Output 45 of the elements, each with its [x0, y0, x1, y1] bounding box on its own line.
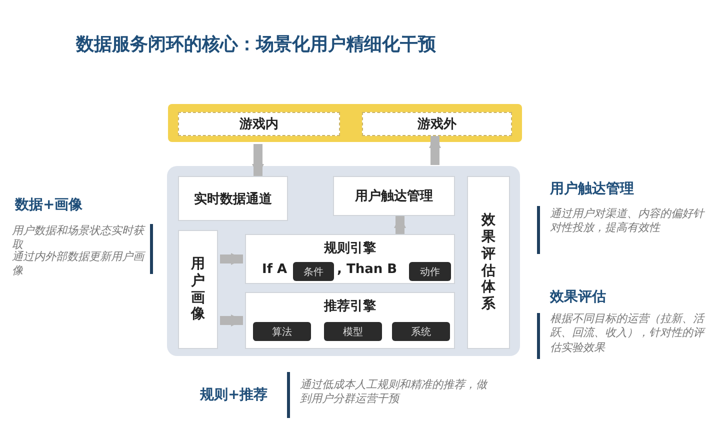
- block-arrow: [429, 136, 441, 165]
- title: 数据服务闭环的核心：场景化用户精细化干预: [76, 33, 436, 56]
- block-arrow: [220, 253, 243, 265]
- scene-band: [168, 104, 522, 142]
- box-label: 游戏内: [240, 116, 278, 133]
- box-label: 用户画像: [191, 256, 205, 324]
- section-heading: 用户触达管理: [550, 180, 634, 198]
- description-text: 通过用户对渠道、内容的偏好针对性投放，提高有效性: [550, 207, 706, 236]
- tag-chip: [409, 262, 451, 281]
- system-panel: [167, 166, 520, 356]
- description-text: 根据不同目标的运营（拉新、活跃、回流、收入），针对性的评估实验效果: [550, 312, 706, 355]
- tag-chip: [293, 262, 334, 281]
- engine-box: [245, 234, 455, 284]
- rule-text: If A: [262, 262, 288, 277]
- engine-title: 推荐引擎: [322, 298, 377, 315]
- tag-text: 模型: [343, 326, 363, 338]
- dashed-box: [178, 112, 340, 136]
- section-heading: 效果评估: [550, 288, 606, 306]
- section-heading: 规则+推荐: [200, 386, 268, 404]
- box-label: 游戏外: [418, 116, 456, 133]
- tag-text: 条件: [304, 266, 324, 278]
- module-box: [333, 176, 455, 216]
- block-arrow: [220, 314, 243, 326]
- engine-title: 规则引擎: [322, 240, 377, 257]
- description-text: 通过低成本人工规则和精准的推荐，做到用户分群运营干预: [300, 378, 489, 407]
- block-arrow: [394, 216, 406, 234]
- dashed-box: [362, 112, 512, 136]
- tag-chip: [253, 322, 311, 341]
- vertical-box: [178, 230, 218, 349]
- box-label: 效果评估体系: [482, 212, 496, 313]
- tag-text: 系统: [411, 326, 431, 338]
- box-label: 用户触达管理: [355, 188, 433, 205]
- tag-text: 动作: [420, 266, 440, 278]
- tag-chip: [392, 322, 450, 341]
- vertical-box: [467, 176, 510, 349]
- description-text: 用户数据和场景状态实时获取: [12, 224, 144, 252]
- tag-chip: [324, 322, 382, 341]
- block-arrow: [252, 144, 264, 176]
- module-box: [178, 176, 288, 221]
- section-heading: 数据+画像: [15, 196, 83, 214]
- description-text: 通过内外部数据更新用户画像: [12, 250, 144, 279]
- box-label: 实时数据通道: [194, 190, 272, 208]
- tag-text: 算法: [272, 326, 292, 338]
- rule-text: , Than B: [337, 262, 398, 277]
- engine-box: [245, 292, 455, 349]
